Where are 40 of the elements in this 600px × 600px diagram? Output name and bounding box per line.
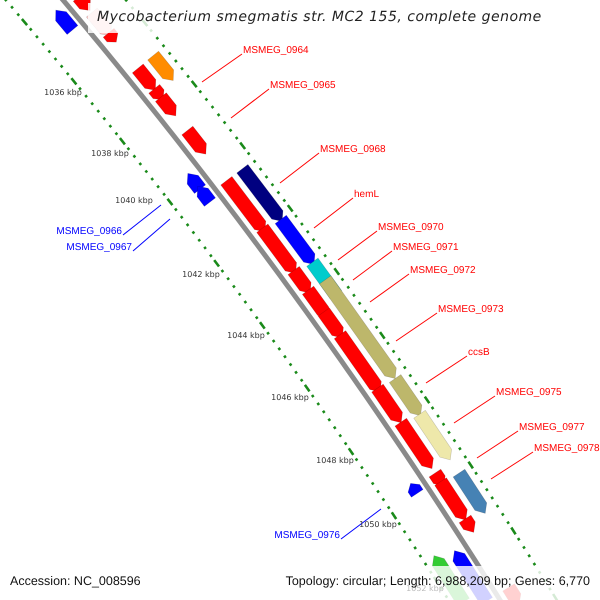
gene-label: MSMEG_0972 xyxy=(410,265,476,277)
leader-line xyxy=(476,430,518,458)
leader-line xyxy=(202,54,242,82)
leader-line xyxy=(122,204,162,236)
gene-label: MSMEG_0971 xyxy=(393,242,459,254)
leader-line xyxy=(396,312,438,342)
scale-label: 1040 kbp xyxy=(115,197,153,205)
leader-line xyxy=(230,88,270,118)
accession-text: Accession: NC_008596 xyxy=(10,575,141,588)
scale-label: 1048 kbp xyxy=(316,457,354,465)
gene-label: MSMEG_0977 xyxy=(519,422,585,434)
gene-label: hemL xyxy=(354,189,380,201)
leader-line xyxy=(340,508,382,540)
leader-line xyxy=(132,218,170,252)
gene-label: MSMEG_0968 xyxy=(320,144,386,156)
gene-label: MSMEG_0966 xyxy=(56,226,122,238)
leader-line xyxy=(490,452,534,480)
scale-label: 1050 kbp xyxy=(359,521,397,529)
map-title: Mycobacterium smegmatis str. MC2 155, complete genome xyxy=(97,10,542,24)
gene-label: MSMEG_0976 xyxy=(274,530,340,542)
gene-label: MSMEG_0967 xyxy=(66,242,132,254)
gene-label: MSMEG_0975 xyxy=(496,387,562,399)
scale-label: 1042 kbp xyxy=(182,271,220,279)
leader-line xyxy=(352,250,392,280)
gene-label: MSMEG_0964 xyxy=(243,45,309,57)
scale-label: 1044 kbp xyxy=(227,332,265,340)
gene-label: MSMEG_0970 xyxy=(378,222,444,234)
gene-label: MSMEG_0965 xyxy=(270,80,336,92)
gene-label: ccsB xyxy=(468,347,490,359)
gene-label: MSMEG_0978 xyxy=(534,443,600,455)
leader-line xyxy=(314,198,354,228)
scale-label: 1046 kbp xyxy=(271,394,309,402)
leader-line xyxy=(426,356,468,384)
leader-line xyxy=(280,152,320,184)
scale-label: 1036 kbp xyxy=(44,89,82,97)
leader-line xyxy=(454,396,496,424)
gene-label: MSMEG_0973 xyxy=(438,304,504,316)
scale-label: 1038 kbp xyxy=(91,150,129,158)
leader-line xyxy=(370,274,410,302)
leader-line xyxy=(338,230,378,260)
